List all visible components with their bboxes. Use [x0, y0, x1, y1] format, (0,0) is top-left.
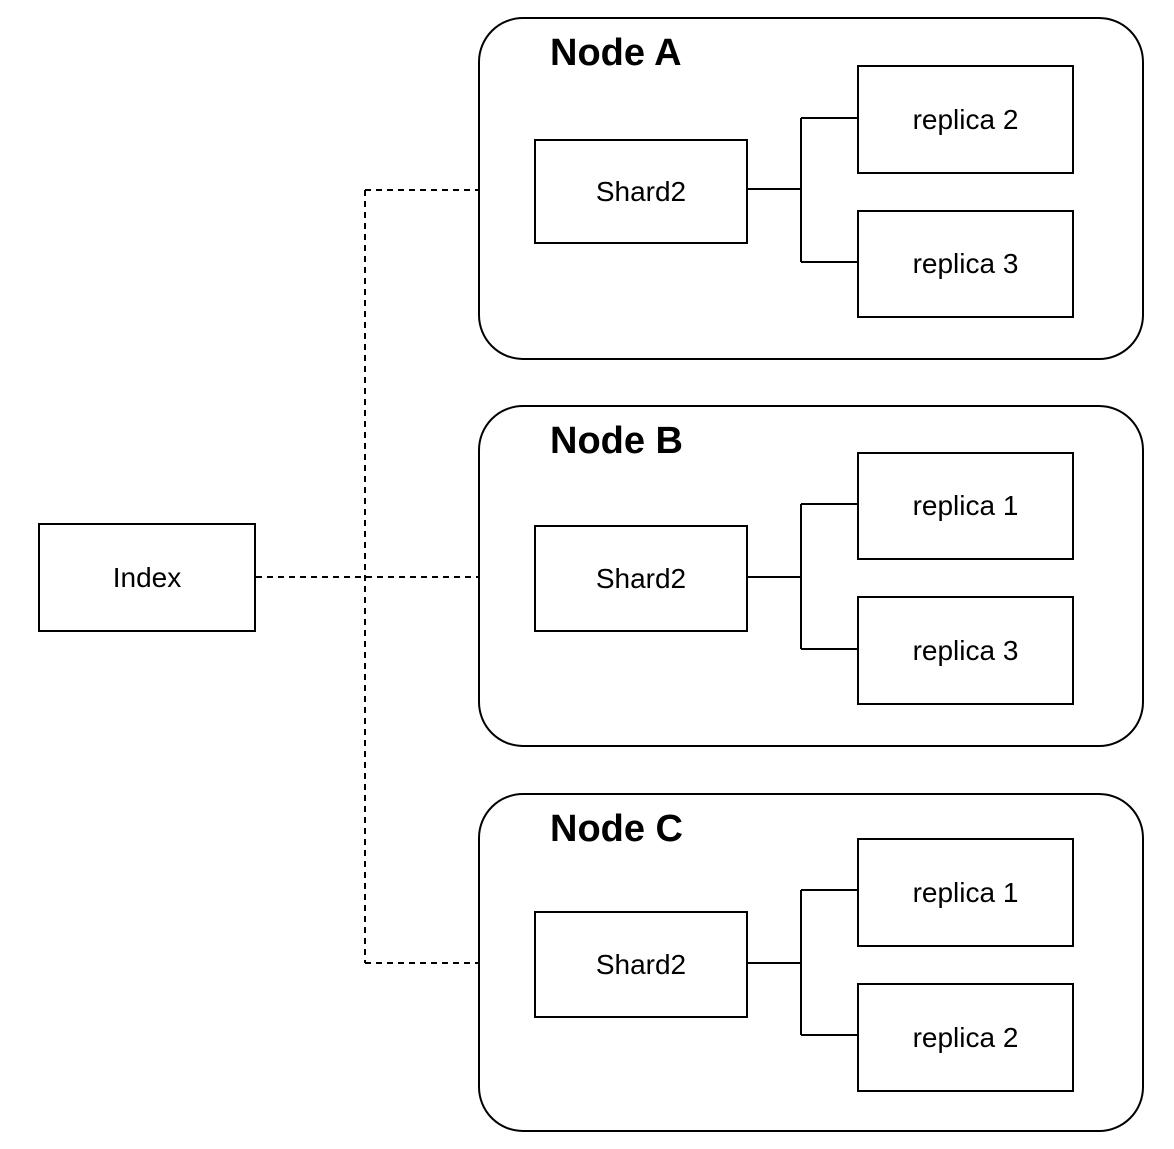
node-c-replica-box-1: replica 1	[857, 838, 1074, 947]
node-a-title: Node A	[550, 32, 682, 74]
node-b-replica-box-1: replica 1	[857, 452, 1074, 560]
node-b-shard-bracket	[746, 503, 857, 650]
node-c: Node C Shard2 replica 1 replica 2	[478, 793, 1144, 1132]
node-a-replica-box-2: replica 3	[857, 210, 1074, 318]
node-b-replica-box-2: replica 3	[857, 596, 1074, 705]
node-b-replica-label-2: replica 3	[912, 634, 1019, 666]
node-c-replica-label-1: replica 1	[912, 876, 1019, 908]
node-c-replica-box-2: replica 2	[857, 983, 1074, 1092]
index-label: Index	[112, 561, 182, 593]
node-a-shard-bracket	[746, 117, 857, 263]
node-a-shard-label: Shard2	[595, 175, 687, 207]
node-a-replica-label-1: replica 2	[912, 103, 1019, 135]
node-a-replica-label-2: replica 3	[912, 248, 1019, 279]
node-c-shard-label: Shard2	[595, 948, 687, 980]
node-c-shard-box: Shard2	[534, 911, 748, 1018]
node-b-replica-label-1: replica 1	[912, 490, 1019, 521]
node-b-shard-box: Shard2	[534, 525, 748, 632]
node-c-title: Node C	[550, 808, 683, 850]
index-box: Index	[38, 523, 256, 632]
node-b-title: Node B	[550, 420, 683, 462]
node-c-shard-bracket	[746, 889, 857, 1036]
node-a: Node A Shard2 replica 2 replica 3	[478, 17, 1144, 360]
node-a-shard-box: Shard2	[534, 139, 748, 244]
node-b: Node B Shard2 replica 1 replica 3	[478, 405, 1144, 747]
node-b-shard-label: Shard2	[595, 562, 687, 594]
node-a-replica-box-1: replica 2	[857, 65, 1074, 174]
node-c-replica-label-2: replica 2	[912, 1021, 1019, 1053]
